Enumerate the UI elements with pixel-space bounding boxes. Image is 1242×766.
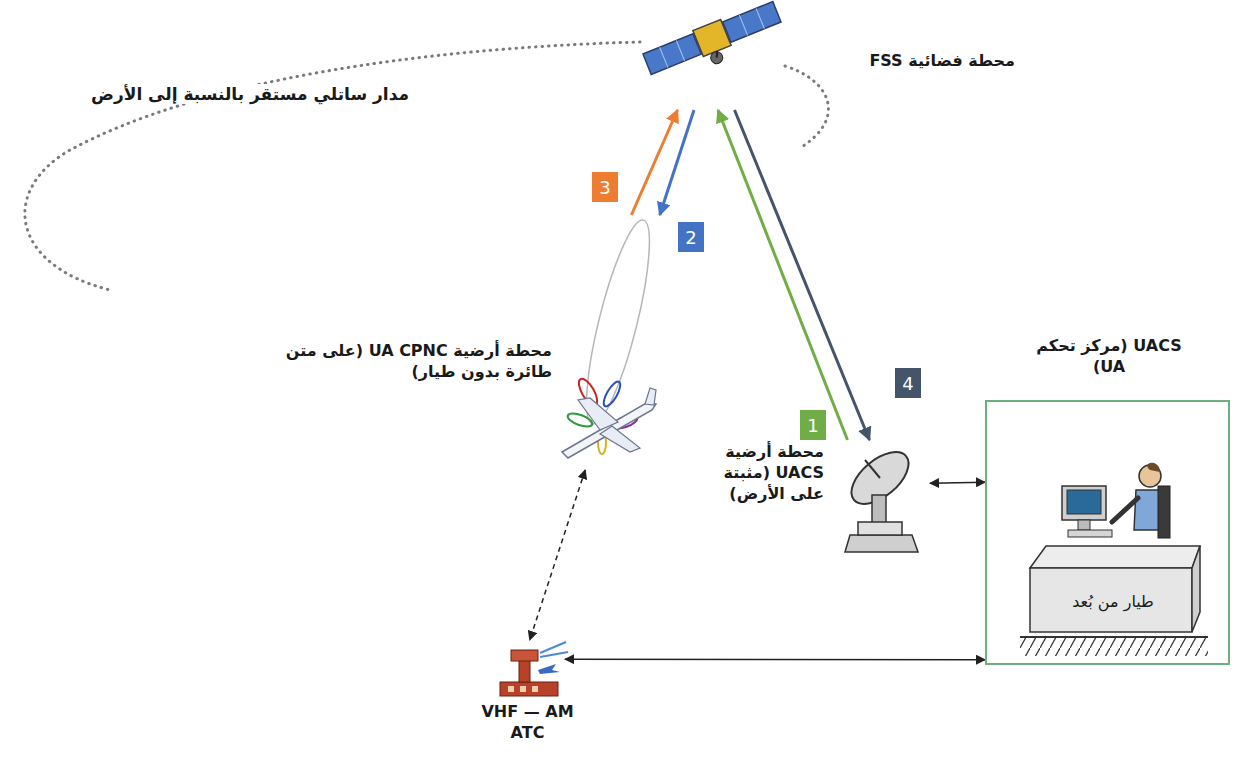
satellite-icon [642, 0, 787, 88]
callout-number: 2 [678, 222, 704, 252]
aircraft-icon [562, 402, 656, 458]
orbit-label: مدار ساتلي مستقر بالنسبة إلى الأرض [88, 84, 412, 104]
connector-arrow [735, 110, 870, 440]
atc-tower-icon [540, 652, 568, 657]
operator-workstation [1158, 486, 1170, 538]
satellite-icon [676, 41, 684, 61]
atc-tower-icon [511, 650, 538, 661]
station-node: محطة أرضية UACS (مثبتة على الأرض) [820, 440, 930, 560]
operator-workstation [1030, 546, 1200, 568]
atc-tower-icon [508, 686, 514, 692]
satellite-icon [643, 34, 701, 75]
satellite-icon [723, 2, 781, 43]
station-node: VHF — AM ATC [490, 640, 565, 698]
connector-arrow [660, 110, 694, 215]
operator-workstation [1067, 490, 1101, 514]
orbit-line [25, 42, 640, 290]
callout-number: 3 [592, 172, 618, 202]
satellite-icon [756, 8, 764, 28]
dish-antenna-icon [872, 495, 886, 523]
satellite-icon [739, 15, 747, 35]
atc-tower-icon [500, 642, 568, 696]
operator-workstation [1192, 546, 1200, 632]
node-text: طيار من بُعد [1072, 592, 1154, 613]
operator-workstation [1020, 463, 1208, 656]
atc-tower-icon [500, 682, 558, 696]
callout-number: 1 [800, 410, 826, 440]
operator-workstation [1112, 498, 1138, 522]
operator-workstation [1078, 520, 1090, 530]
aircraft-icon [600, 426, 640, 452]
aircraft-icon [601, 379, 624, 408]
connector-arrow [930, 482, 985, 483]
orbit-line [25, 42, 829, 290]
aircraft-icon [562, 216, 662, 458]
connector-arrow [631, 110, 677, 215]
orbit-line [785, 66, 828, 148]
station-node: محطة فضائية FSS [640, 5, 790, 110]
callout-number: 4 [895, 368, 921, 398]
atc-tower-icon [532, 686, 538, 692]
atc-tower-icon [538, 664, 560, 674]
operator-workstation [1020, 636, 1208, 638]
atc-tower-icon [540, 642, 566, 653]
operator-workstation [1020, 638, 1208, 656]
operator-workstation [1030, 568, 1192, 632]
dish-antenna-icon [842, 442, 918, 552]
control-centre-box: UACS (مركز تحكم UA)طيار من بُعد [985, 400, 1230, 665]
satellite-icon [709, 50, 725, 66]
node-text: UACS (مركز تحكم UA) [1029, 336, 1189, 378]
operator-workstation [1062, 486, 1106, 520]
node-text: محطة فضائية FSS [800, 51, 1015, 72]
dish-antenna-icon [845, 535, 918, 552]
node-text: محطة أرضية UACS (مثبتة على الأرض) [712, 442, 824, 504]
desk-box: طيار من بُعد [1032, 570, 1194, 634]
connector-arrow [718, 110, 848, 440]
aircraft-icon [578, 398, 618, 430]
atc-tower-icon [520, 686, 526, 692]
operator-workstation [1068, 530, 1112, 537]
node-text: محطة أرضية UA CPNC (على متن طائرة بدون ط… [260, 341, 552, 383]
satellite-icon [660, 47, 668, 67]
aircraft-icon [574, 216, 662, 429]
connector-arrow [565, 658, 985, 660]
atc-tower-icon [519, 660, 530, 682]
connector-arrow [530, 470, 585, 640]
aircraft-icon [645, 388, 656, 405]
satellite-icon [714, 51, 719, 58]
station-node: محطة أرضية UA CPNC (على متن طائرة بدون ط… [560, 215, 665, 470]
satellite-icon [693, 19, 731, 56]
dish-antenna-icon [865, 460, 880, 478]
operator-workstation [1147, 463, 1160, 472]
dish-antenna-icon [858, 522, 902, 535]
node-text: VHF — AM ATC [472, 702, 583, 744]
